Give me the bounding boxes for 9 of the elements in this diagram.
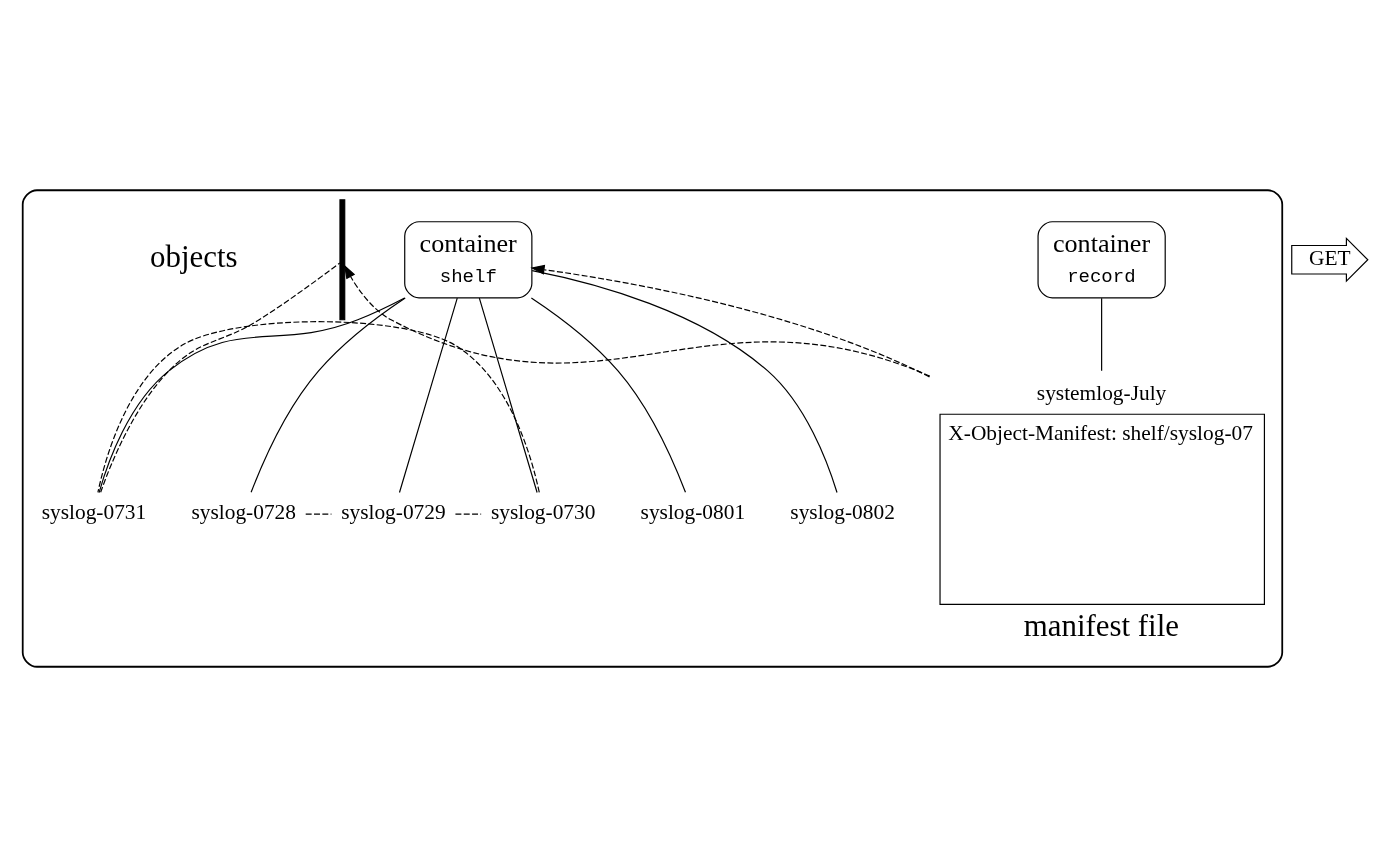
node-text: syslog-0801 [640,500,746,525]
node-text: syslog-0731 [41,500,147,525]
node-text: syslog-0730 [490,500,596,525]
node-label: manifest file [1023,608,1179,644]
node-text: syslog-0728 [191,500,296,525]
node-text: syslog-0729 [341,500,446,525]
label: objects [150,239,238,275]
node-label: systemlog-July [1036,381,1167,406]
node-text: syslog-0802 [790,500,895,525]
